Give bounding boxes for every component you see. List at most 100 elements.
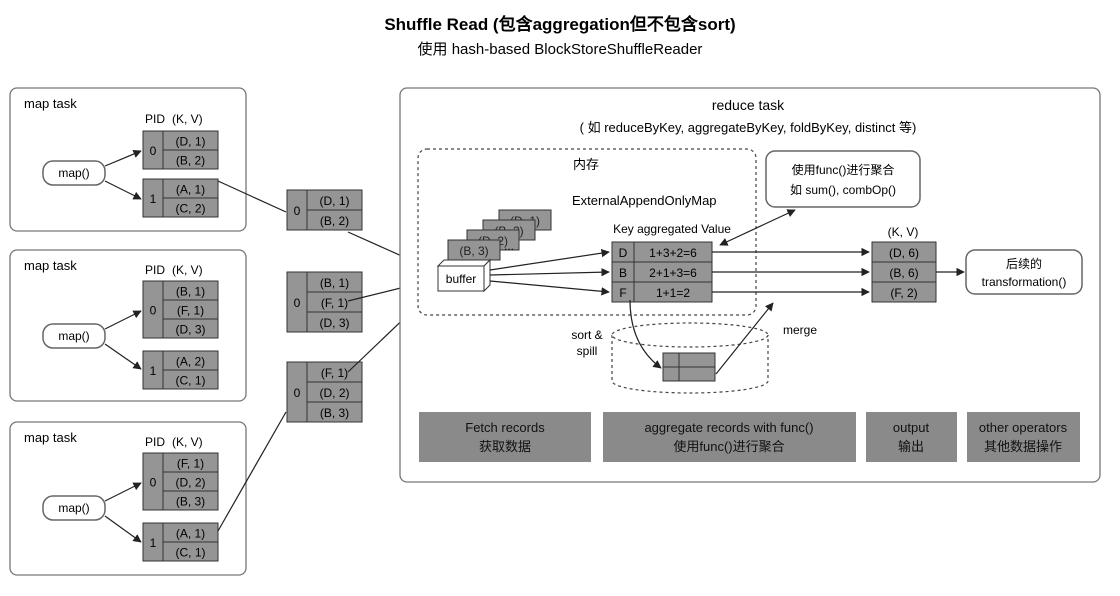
pid-label: 0 bbox=[150, 304, 157, 318]
pid-label: 0 bbox=[150, 144, 157, 158]
sort-spill-label-1: sort & bbox=[571, 328, 602, 342]
record-cell bbox=[306, 311, 363, 333]
record-label: (B, 1) bbox=[176, 285, 205, 299]
next-note-line1: 后续的 bbox=[1006, 256, 1042, 271]
pid-label: 0 bbox=[294, 386, 301, 400]
agg-value-label: 2+1+3=6 bbox=[649, 266, 697, 280]
pid-header: PID bbox=[145, 263, 165, 277]
map-task-2: map task PID (K, V) map() 0 (B, 1) (F, 1) (… bbox=[9, 249, 247, 402]
map-function-label: map() bbox=[58, 166, 89, 180]
map-task-label: map task bbox=[24, 430, 77, 445]
kv-header: (K, V) bbox=[172, 263, 203, 277]
record-cell bbox=[306, 209, 363, 231]
fetched-partition: 0(B, 1)(F, 1)(D, 3) bbox=[286, 271, 363, 333]
merge-label: merge bbox=[783, 323, 817, 337]
record-label: (F, 1) bbox=[177, 457, 204, 471]
stage-label-line1: output bbox=[893, 420, 930, 435]
record-label: (B, 1) bbox=[320, 276, 349, 290]
agg-key-label: B bbox=[619, 266, 627, 280]
partition-block: 0 (F, 1) (D, 2) (B, 3) bbox=[142, 452, 219, 511]
output-header: (K, V) bbox=[888, 225, 919, 239]
agg-value-label: 1+3+2=6 bbox=[649, 246, 697, 260]
record-cell bbox=[162, 369, 219, 390]
record-label: (F, 1) bbox=[177, 304, 204, 318]
sort-spill-arrow bbox=[629, 299, 662, 369]
pid-label: 0 bbox=[294, 204, 301, 218]
stage-label-line2: 输出 bbox=[898, 439, 924, 454]
stage-bar-other: other operators 其他数据操作 bbox=[967, 412, 1080, 462]
partition-block: 0 (B, 1) (F, 1) (D, 3) bbox=[142, 280, 219, 339]
kv-header: (K, V) bbox=[172, 435, 203, 449]
agg-value-label: 1+1=2 bbox=[656, 286, 690, 300]
memory-label: 内存 bbox=[573, 157, 599, 172]
output-cell bbox=[871, 281, 937, 303]
map-function-box bbox=[42, 323, 106, 349]
next-transformation-box bbox=[965, 249, 1083, 295]
stage-label-line2: 使用func()进行聚合 bbox=[673, 439, 784, 454]
stage-bar-output: output 输出 bbox=[866, 412, 957, 462]
stage-label-line1: aggregate records with func() bbox=[644, 420, 813, 435]
record-label: (D, 2) bbox=[176, 476, 206, 490]
agg-key-label: F bbox=[619, 286, 626, 300]
pid-label: 1 bbox=[150, 192, 157, 206]
record-cell bbox=[162, 197, 219, 218]
partition-block: 1 (A, 1) (C, 2) bbox=[142, 178, 219, 218]
map-task-label: map task bbox=[24, 258, 77, 273]
buffer-stack-ellipsis: ... bbox=[504, 239, 514, 253]
stage-bar-aggregate: aggregate records with func() 使用func()进行… bbox=[603, 412, 856, 462]
aggregation-table: D 1+3+2=6B 2+1+3=6F 1+1=2 bbox=[611, 241, 713, 303]
func-note-line2: 如 sum(), combOp() bbox=[790, 182, 896, 197]
record-label: (B, 3) bbox=[176, 495, 205, 509]
func-note-line1: 使用func()进行聚合 bbox=[792, 162, 895, 177]
output-label: (F, 2) bbox=[890, 286, 917, 300]
map-function-box bbox=[42, 160, 106, 186]
stage-label-line1: Fetch records bbox=[465, 420, 545, 435]
buffer-stack-record-label: (B, 3) bbox=[459, 244, 488, 258]
record-cell bbox=[306, 401, 363, 423]
table-to-output-arrows bbox=[712, 247, 870, 297]
record-cell bbox=[162, 541, 219, 562]
agg-key-label: D bbox=[619, 246, 628, 260]
record-label: (C, 1) bbox=[176, 374, 206, 388]
pid-header: PID bbox=[145, 112, 165, 126]
record-label: (D, 1) bbox=[176, 135, 206, 149]
partition-block: 1(A, 1)(C, 1) bbox=[142, 522, 219, 562]
pid-label: 0 bbox=[150, 476, 157, 490]
record-label: (B, 2) bbox=[320, 214, 349, 228]
record-label: (C, 1) bbox=[176, 546, 206, 560]
partition-block: 0(D, 1)(B, 2) bbox=[142, 130, 219, 170]
stage-label-line1: other operators bbox=[979, 420, 1068, 435]
record-cell bbox=[162, 318, 219, 339]
record-label: (A, 2) bbox=[176, 355, 205, 369]
reduce-task-subtitle: ( 如 reduceByKey, aggregateByKey, foldByK… bbox=[580, 120, 917, 135]
buffer-label: buffer bbox=[446, 272, 476, 286]
diagram-subtitle: 使用 hash-based BlockStoreShuffleReader bbox=[418, 41, 703, 58]
buffer-stack: (D, 1) (B, 2) (D, 2) ... (B, 3) bbox=[447, 209, 552, 261]
map-task-3: map task PID (K, V) map() 0(F, 1)(D, 2)(… bbox=[9, 421, 247, 576]
record-label: (D, 1) bbox=[320, 194, 350, 208]
map-function-box bbox=[42, 495, 106, 521]
record-label: (D, 3) bbox=[320, 316, 350, 330]
merge-arrow bbox=[715, 302, 774, 375]
output-label: (D, 6) bbox=[889, 246, 919, 260]
kv-header: (K, V) bbox=[172, 112, 203, 126]
record-label: (D, 3) bbox=[176, 323, 206, 337]
fetched-partition: 0(F, 1)(D, 2)(B, 3) bbox=[286, 361, 363, 423]
stage-label-line2: 其他数据操作 bbox=[984, 439, 1062, 454]
map-structure-name: ExternalAppendOnlyMap bbox=[572, 193, 717, 208]
pid-label: 0 bbox=[294, 296, 301, 310]
reduce-task-title: reduce task bbox=[712, 97, 785, 113]
output-label: (B, 6) bbox=[889, 266, 918, 280]
output-table: (D, 6) (B, 6) (F, 2) bbox=[871, 241, 937, 303]
partition-block: 1(A, 2)(C, 1) bbox=[142, 350, 219, 390]
map-task-label: map task bbox=[24, 96, 77, 111]
func-note-box bbox=[765, 150, 921, 208]
record-label: (A, 1) bbox=[176, 183, 205, 197]
record-label: (C, 2) bbox=[176, 202, 206, 216]
map-function-label: map() bbox=[58, 501, 89, 515]
map-function-label: map() bbox=[58, 329, 89, 343]
record-cell bbox=[162, 490, 219, 511]
stage-label-line2: 获取数据 bbox=[479, 439, 531, 454]
map-task-1: map task PID (K, V) map() 0(D, 1)(B, 2) … bbox=[9, 87, 247, 232]
